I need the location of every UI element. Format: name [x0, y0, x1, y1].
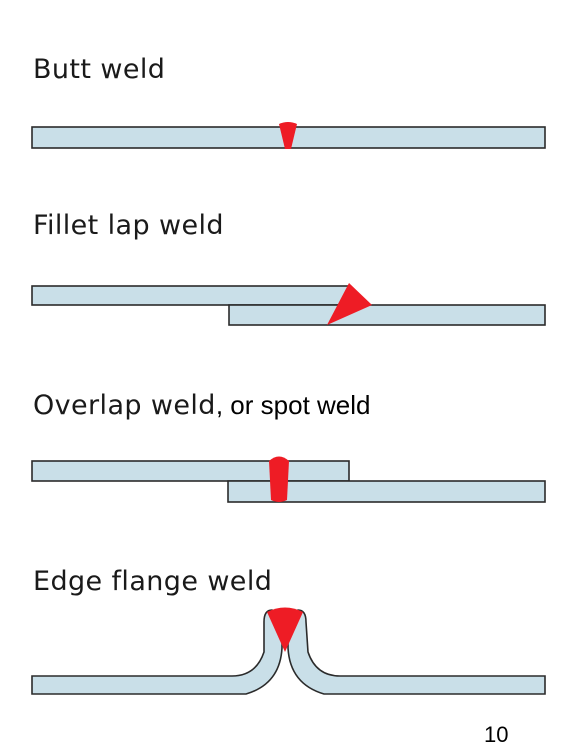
butt-weld-diagram [31, 122, 546, 149]
overlap-weld-title-text: Overlap weld [33, 390, 216, 421]
fillet-lap-weld-diagram [31, 283, 546, 326]
fillet-lap-weld-title: Fillet lap weld [33, 212, 224, 239]
butt-weld-title-text: Butt weld [33, 54, 166, 85]
edge-flange-weld-title-text: Edge flange weld [33, 566, 273, 597]
edge-flange-weld-title: Edge flange weld [33, 568, 272, 595]
edge-flange-weld-diagram [31, 607, 546, 695]
overlap-weld-title-suffix: , or spot weld [215, 390, 371, 420]
weld-diagrams [31, 122, 546, 695]
overlap-upper-plate [31, 460, 350, 482]
fillet-weld-bead [327, 283, 372, 325]
page-number: 10 [484, 722, 509, 747]
spot-weld-nugget [269, 456, 289, 502]
flange-left-plate [31, 609, 283, 695]
butt-weld-bead [279, 122, 297, 149]
fillet-lower-plate [228, 304, 546, 326]
overlap-weld-diagram [31, 456, 546, 503]
fillet-upper-plate [31, 285, 349, 306]
butt-weld-title: Butt weld [33, 56, 165, 83]
overlap-lower-plate [227, 480, 546, 503]
flange-right-plate [287, 609, 546, 695]
overlap-weld-title: Overlap weld, or spot weld [33, 392, 371, 419]
flange-weld-bead [267, 607, 303, 652]
fillet-lap-weld-title-text: Fillet lap weld [33, 210, 224, 241]
